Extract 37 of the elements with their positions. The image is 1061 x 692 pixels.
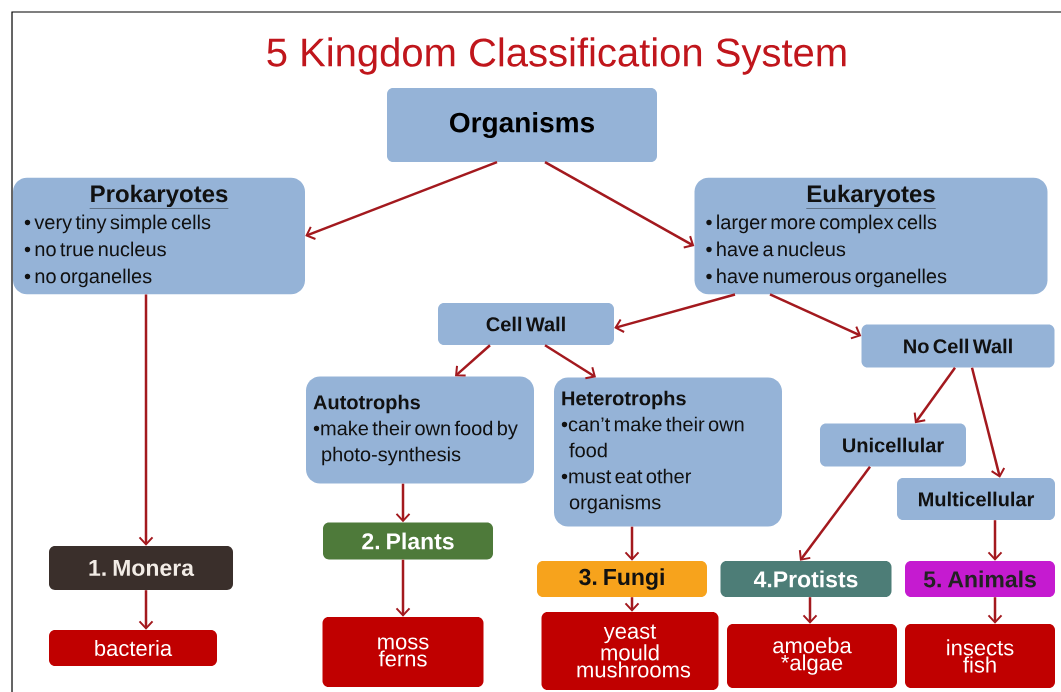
arrow	[987, 597, 1003, 624]
title: 5 Kingdom Classification System	[267, 37, 846, 75]
category-box: Cell Wall	[438, 303, 614, 345]
category-box: Multicellular	[897, 478, 1055, 520]
arrow	[970, 367, 1006, 478]
kingdom-box: 2. Plants	[323, 522, 493, 560]
example-box: yeast mould mushrooms	[541, 612, 719, 690]
example-box: moss ferns	[322, 617, 484, 687]
arrow	[395, 483, 411, 523]
category-box: Heterotrophs •can’t make their own food •must eat other organisms	[554, 377, 782, 527]
category-box: Organisms	[387, 88, 657, 162]
arrow	[305, 161, 498, 240]
category-box: No Cell Wall	[861, 324, 1055, 368]
category-box: Autotrophs •make their own food by photo-synthesis	[306, 376, 534, 484]
category-box: Prokaryotes • very tiny simple cells • no true nucleus • no organelles	[13, 177, 305, 295]
arrow	[614, 293, 736, 333]
arrow	[544, 161, 695, 249]
kingdom-box: 5. Animals	[905, 561, 1055, 597]
example-box: insects fish	[905, 624, 1055, 688]
arrow	[769, 293, 862, 340]
arrow	[802, 597, 818, 624]
arrow	[138, 590, 154, 630]
arrow	[455, 344, 491, 377]
example-box: amoeba *algae	[727, 624, 897, 688]
arrow	[798, 465, 871, 561]
arrow	[913, 366, 956, 424]
example-box: bacteria	[49, 630, 217, 666]
category-box: Eukaryotes • larger more complex cells • have a nucleus • have numerous organelles	[694, 177, 1048, 295]
arrow	[138, 294, 154, 546]
arrow	[395, 559, 411, 617]
arrow	[544, 344, 596, 380]
arrow	[624, 526, 640, 561]
kingdom-box: 1. Monera	[49, 546, 233, 590]
category-box: Unicellular	[820, 423, 966, 467]
kingdom-box: 4.Protists	[720, 561, 892, 597]
kingdom-box: 3. Fungi	[537, 561, 707, 597]
arrow	[987, 520, 1003, 561]
